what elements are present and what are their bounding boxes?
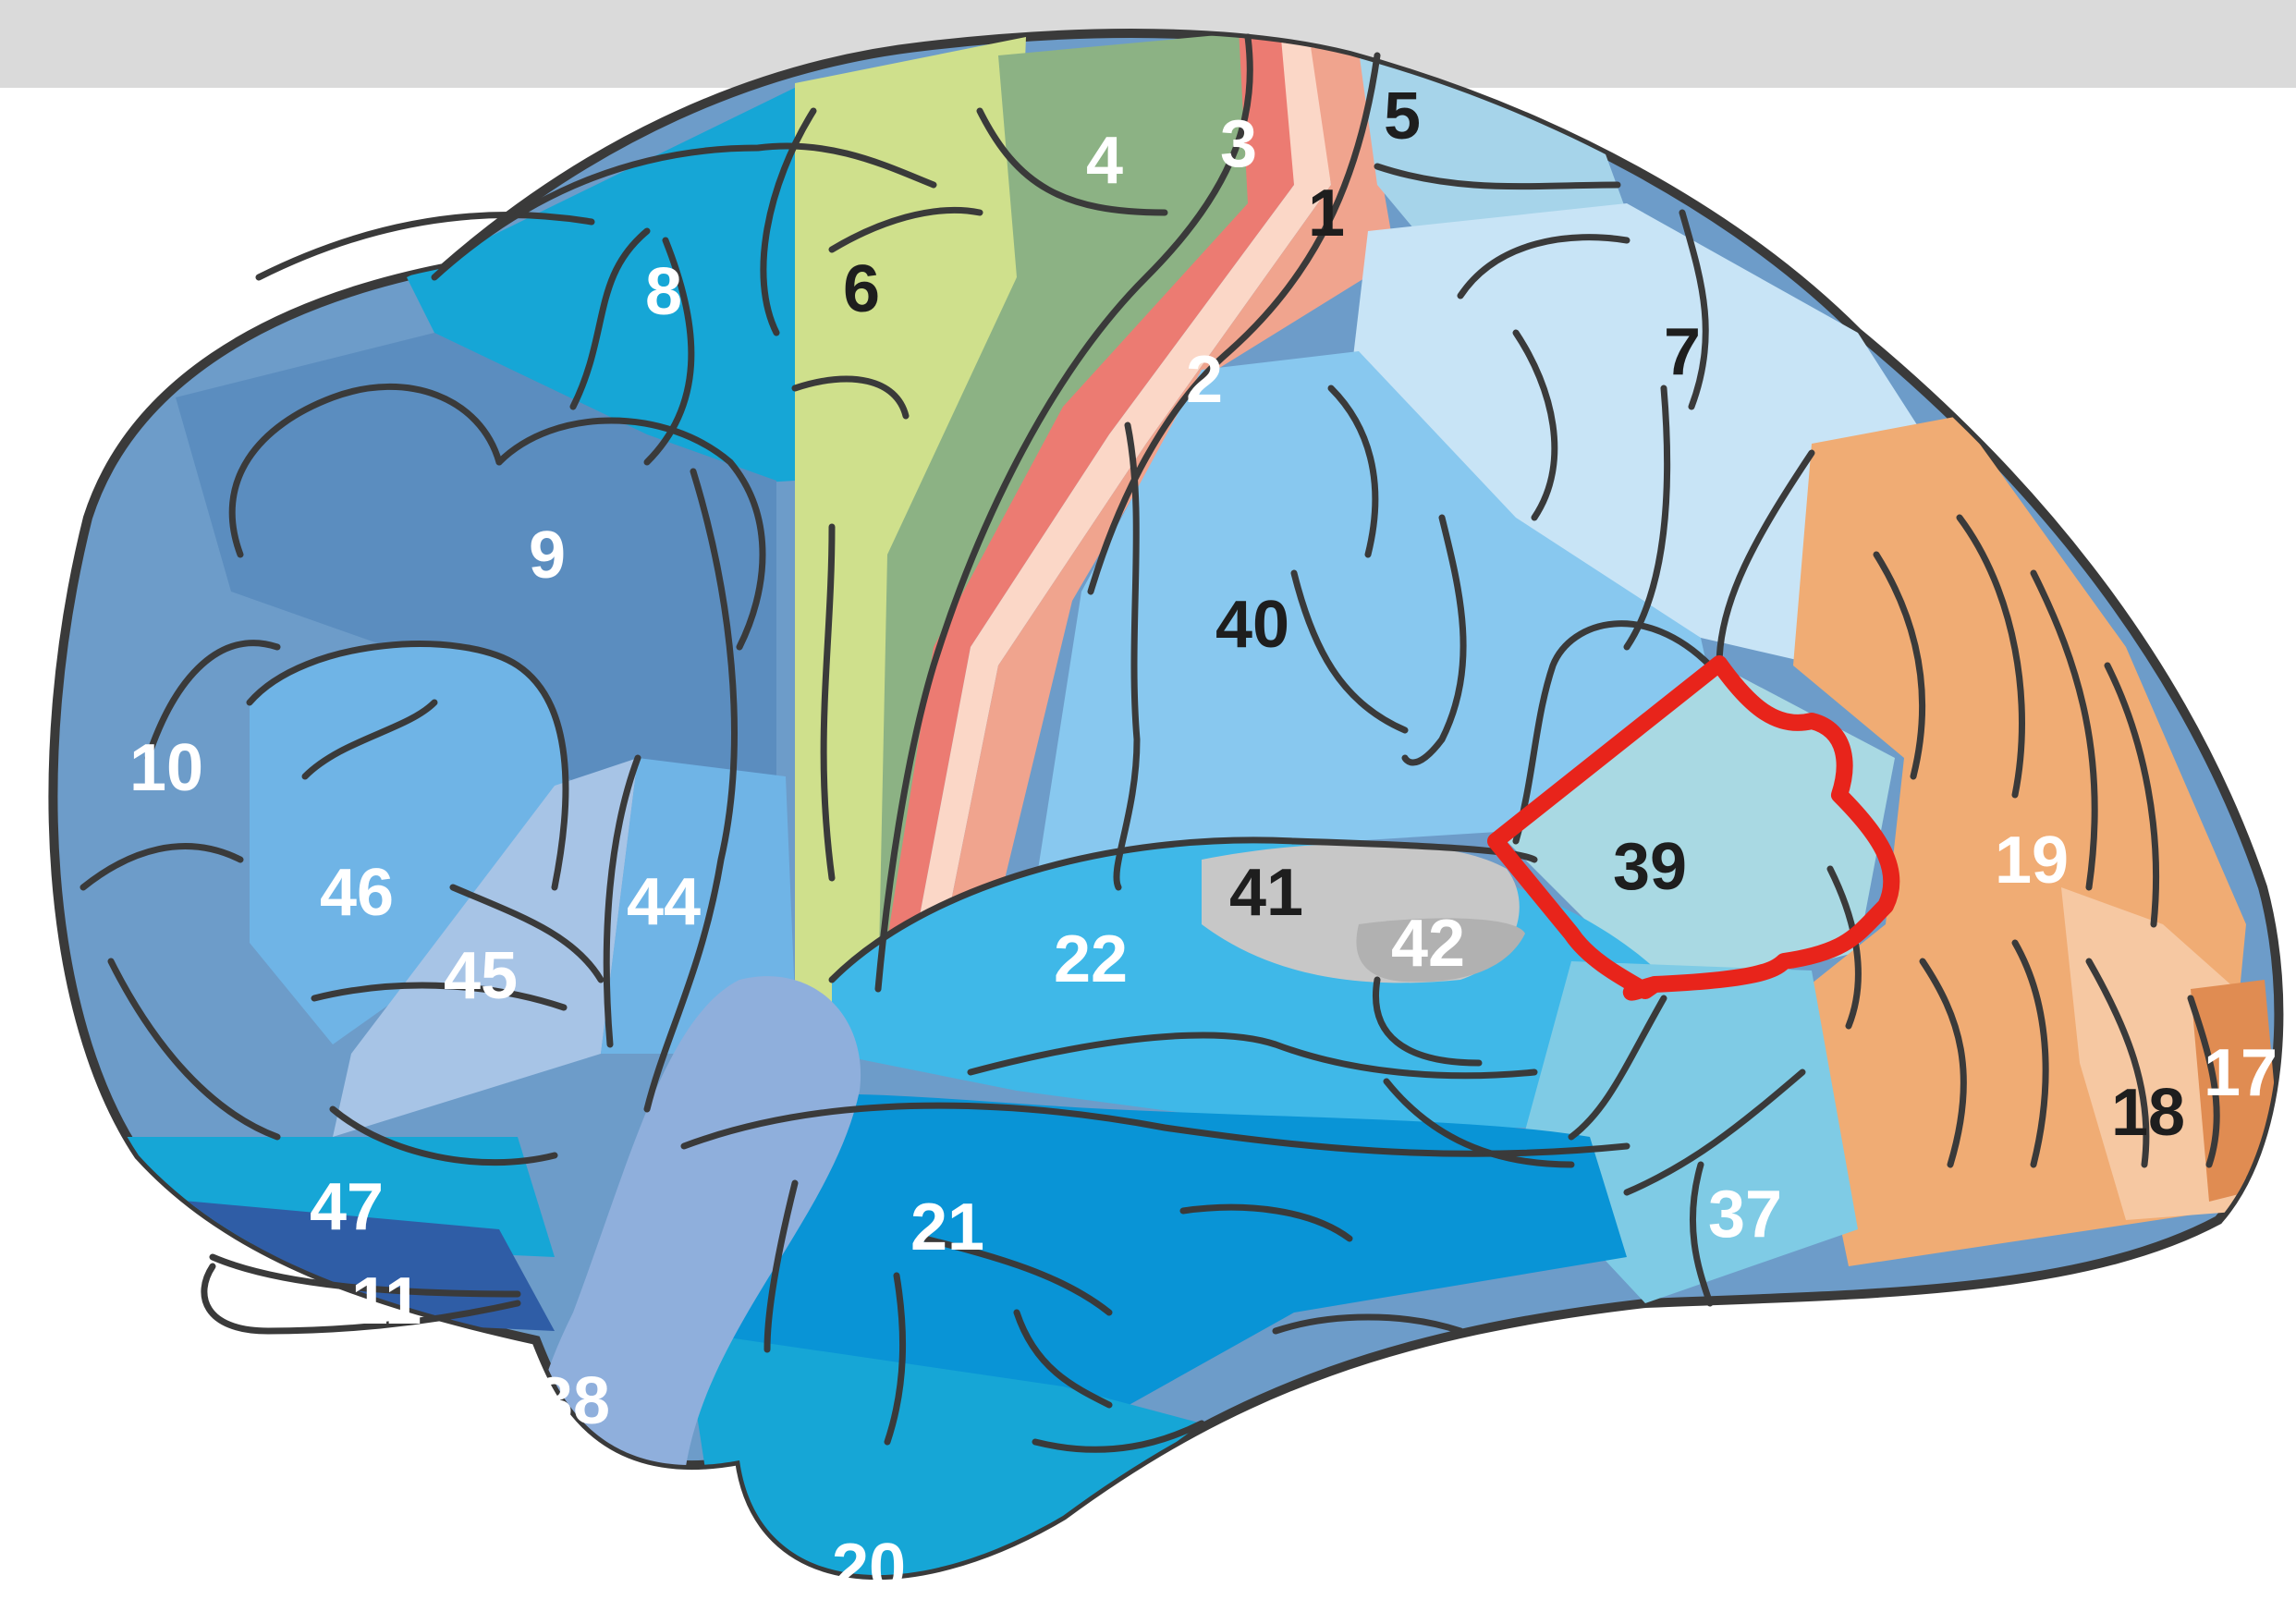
label-8: 8 xyxy=(645,255,682,329)
label-41: 41 xyxy=(1229,856,1303,930)
label-37: 37 xyxy=(1708,1178,1782,1252)
region-18-fill xyxy=(2061,887,2246,1220)
label-39: 39 xyxy=(1613,830,1687,904)
region-9-fill xyxy=(176,333,776,795)
label-18: 18 xyxy=(2111,1076,2185,1150)
label-40: 40 xyxy=(1215,588,1289,662)
label-44: 44 xyxy=(627,865,701,939)
region-7-fill xyxy=(1350,203,1941,665)
region-21-fill xyxy=(647,1093,1627,1442)
label-5: 5 xyxy=(1384,79,1421,153)
label-2: 2 xyxy=(1186,343,1223,417)
sulci-lines xyxy=(79,33,2220,1453)
region-4-fill xyxy=(878,33,1266,998)
region-3-fill xyxy=(878,33,1294,998)
region-5-fill xyxy=(1359,51,1627,240)
region-20-fill xyxy=(684,1331,1202,1576)
label-42: 42 xyxy=(1391,907,1465,981)
region-42-shade xyxy=(1356,918,1525,983)
label-21: 21 xyxy=(910,1191,984,1264)
label-1: 1 xyxy=(1308,177,1345,250)
region-39-fill xyxy=(1507,665,1895,998)
label-4: 4 xyxy=(1086,124,1123,198)
region-labels: 1 2 3 4 5 6 7 8 9 10 11 17 18 19 20 21 2… xyxy=(129,79,2278,1605)
region-46-fill xyxy=(250,643,566,1044)
region-1-fill xyxy=(906,33,1331,989)
label-11: 11 xyxy=(351,1264,421,1338)
label-22: 22 xyxy=(1054,922,1128,996)
label-17: 17 xyxy=(2204,1036,2278,1110)
label-19: 19 xyxy=(1995,824,2069,897)
label-46: 46 xyxy=(320,856,394,930)
region-40-fill xyxy=(1035,351,1719,887)
label-3: 3 xyxy=(1220,107,1257,181)
label-6: 6 xyxy=(843,252,880,326)
label-20: 20 xyxy=(832,1531,906,1605)
label-9: 9 xyxy=(529,519,566,592)
label-47: 47 xyxy=(310,1170,384,1244)
label-45: 45 xyxy=(444,939,518,1013)
region-2-fill xyxy=(934,33,1396,989)
label-10: 10 xyxy=(129,731,203,805)
highlight-outline-39 xyxy=(1487,655,1900,1001)
label-7: 7 xyxy=(1664,315,1701,389)
label-38: 38 xyxy=(536,1364,610,1438)
